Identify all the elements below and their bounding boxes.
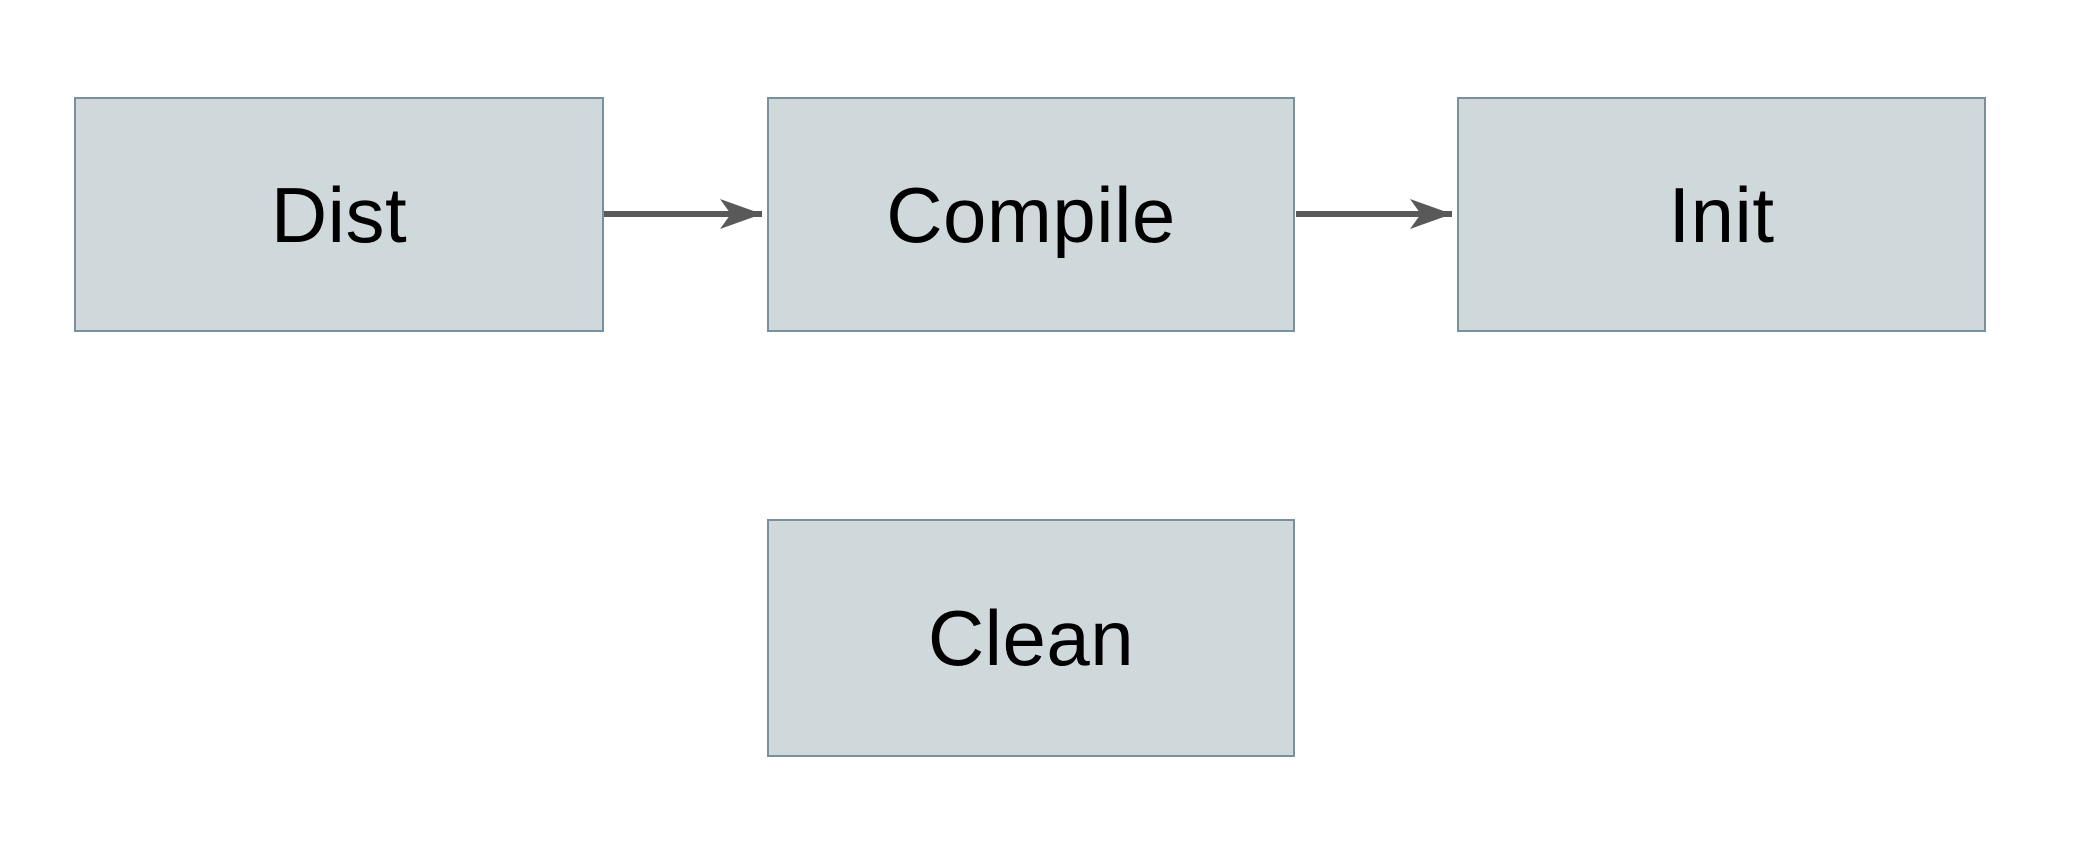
node-init-label: Init [1668,170,1775,259]
node-dist[interactable]: Dist [74,97,604,332]
node-clean[interactable]: Clean [767,519,1295,757]
node-clean-label: Clean [927,594,1135,682]
node-compile-label: Compile [886,170,1176,259]
node-dist-label: Dist [270,170,408,259]
node-init[interactable]: Init [1457,97,1986,332]
node-compile[interactable]: Compile [767,97,1295,332]
